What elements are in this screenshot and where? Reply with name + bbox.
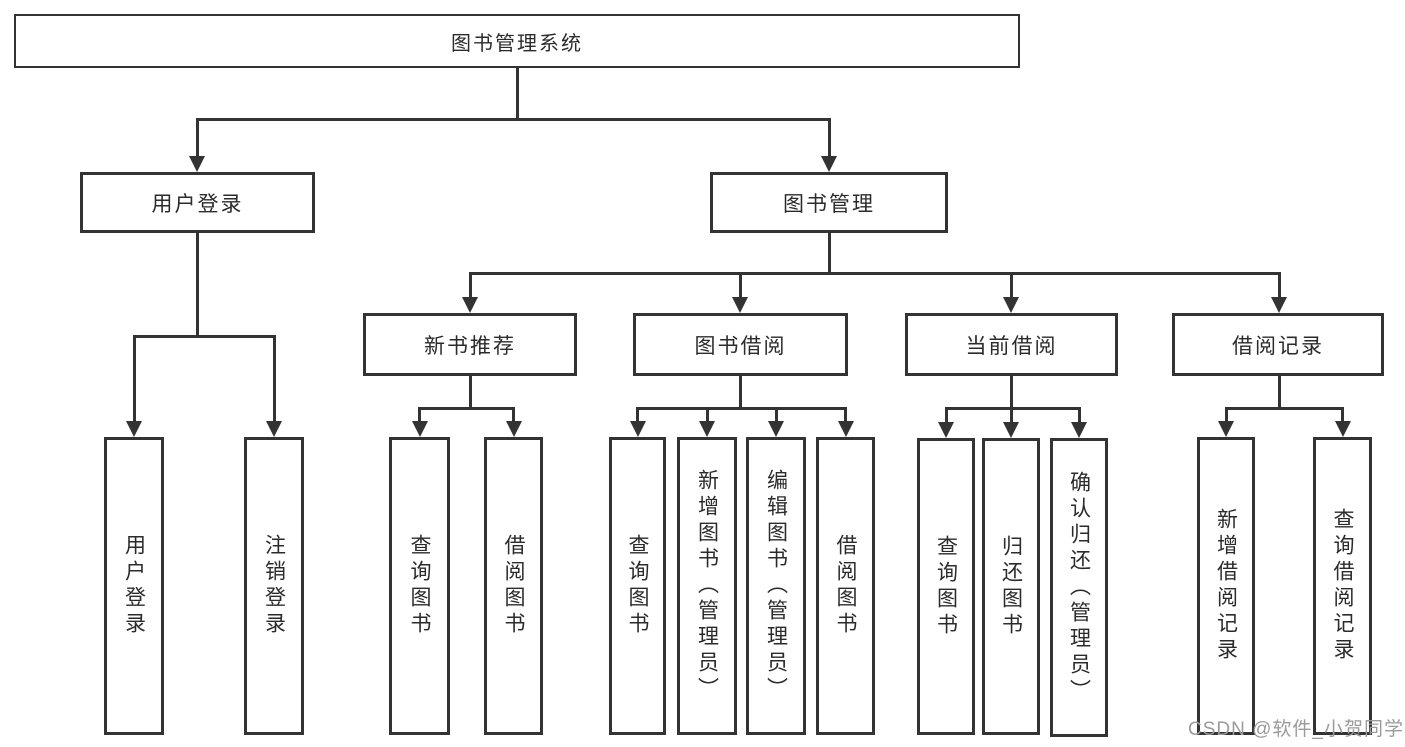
arrow-down-icon	[938, 422, 954, 438]
connector-user-login-branch	[132, 335, 276, 338]
arrow-down-icon	[126, 421, 142, 437]
csdn-watermark: CSDN @软件_小贺同学	[1188, 719, 1404, 740]
leaf-logout: 注销登录	[244, 437, 304, 735]
node-book-management: 图书管理	[710, 172, 948, 233]
arrow-down-icon	[1218, 421, 1234, 437]
connector-drop-user-login	[195, 118, 199, 158]
connector-book-borrow-branch	[636, 407, 847, 410]
arrow-down-icon	[189, 156, 205, 172]
arrow-down-icon	[266, 421, 282, 437]
connector-root-stem	[515, 68, 519, 118]
leaf-return-books: 归还图书	[982, 438, 1040, 735]
node-library-management-system: 图书管理系统	[14, 14, 1020, 68]
node-user-login: 用户登录	[80, 172, 315, 233]
arrow-down-icon	[1334, 421, 1351, 437]
connector-new-book-branch	[418, 407, 515, 410]
connector-drop-borrow-record	[1277, 272, 1281, 299]
connector-book-management-branch	[468, 272, 1281, 275]
node-borrowing-records: 借阅记录	[1172, 313, 1384, 376]
connector-drop-new-book	[468, 272, 472, 299]
connector-drop-book-borrow	[738, 272, 742, 299]
leaf-add-borrow-record: 新增借阅记录	[1197, 437, 1255, 735]
connector-drop	[1341, 407, 1344, 421]
connector-drop-book-management	[827, 118, 831, 158]
leaf-edit-books-admin: 编辑图书（管理员）	[746, 437, 806, 735]
connector-borrow-record-stem	[1277, 376, 1281, 409]
connector-current-borrow-branch	[944, 407, 1081, 410]
connector-drop	[418, 407, 421, 421]
connector-book-borrow-stem	[738, 376, 742, 409]
connector-new-book-stem	[468, 376, 472, 409]
connector-borrow-record-branch	[1224, 407, 1344, 410]
leaf-query-borrow-record: 查询借阅记录	[1313, 437, 1372, 735]
connector-drop	[1224, 407, 1228, 421]
connector-drop-current-borrow	[1009, 272, 1013, 299]
connector-drop	[1077, 407, 1081, 422]
connector-drop-leaf-user-login	[132, 335, 136, 421]
node-new-book-recommendation: 新书推荐	[363, 313, 577, 376]
connector-drop	[1009, 407, 1013, 422]
arrow-down-icon	[821, 156, 837, 172]
node-current-borrowing: 当前借阅	[905, 313, 1118, 376]
arrow-down-icon	[699, 421, 715, 437]
connector-drop	[512, 407, 515, 421]
arrow-down-icon	[1003, 297, 1019, 313]
arrow-down-icon	[1071, 422, 1087, 438]
leaf-add-books-admin: 新增图书（管理员）	[677, 437, 737, 735]
connector-drop	[944, 407, 948, 422]
arrow-down-icon	[462, 297, 478, 313]
arrow-down-icon	[837, 421, 854, 437]
arrow-down-icon	[768, 421, 784, 437]
connector-book-management-stem	[827, 233, 831, 274]
connector-current-borrow-stem	[1009, 376, 1013, 409]
leaf-confirm-return-admin: 确认归还（管理员）	[1050, 438, 1108, 737]
leaf-borrowing-query-books: 查询图书	[609, 437, 666, 735]
arrow-down-icon	[629, 421, 646, 437]
connector-root-branch	[195, 118, 831, 121]
arrow-down-icon	[1271, 297, 1287, 313]
leaf-borrow-books: 借阅图书	[816, 437, 875, 735]
arrow-down-icon	[505, 421, 522, 437]
arrow-down-icon	[411, 421, 428, 437]
connector-drop	[844, 407, 847, 421]
connector-drop	[705, 407, 709, 421]
arrow-down-icon	[732, 297, 748, 313]
leaf-recommend-borrow-books: 借阅图书	[484, 437, 543, 735]
arrow-down-icon	[1003, 422, 1019, 438]
connector-drop	[774, 407, 778, 421]
leaf-current-query-books: 查询图书	[917, 438, 975, 735]
leaf-user-login: 用户登录	[104, 437, 164, 735]
connector-drop	[636, 407, 639, 421]
connector-user-login-stem	[195, 233, 199, 335]
node-book-borrowing: 图书借阅	[633, 313, 848, 376]
leaf-recommend-query-books: 查询图书	[389, 437, 450, 735]
connector-drop-leaf-logout	[272, 335, 276, 421]
